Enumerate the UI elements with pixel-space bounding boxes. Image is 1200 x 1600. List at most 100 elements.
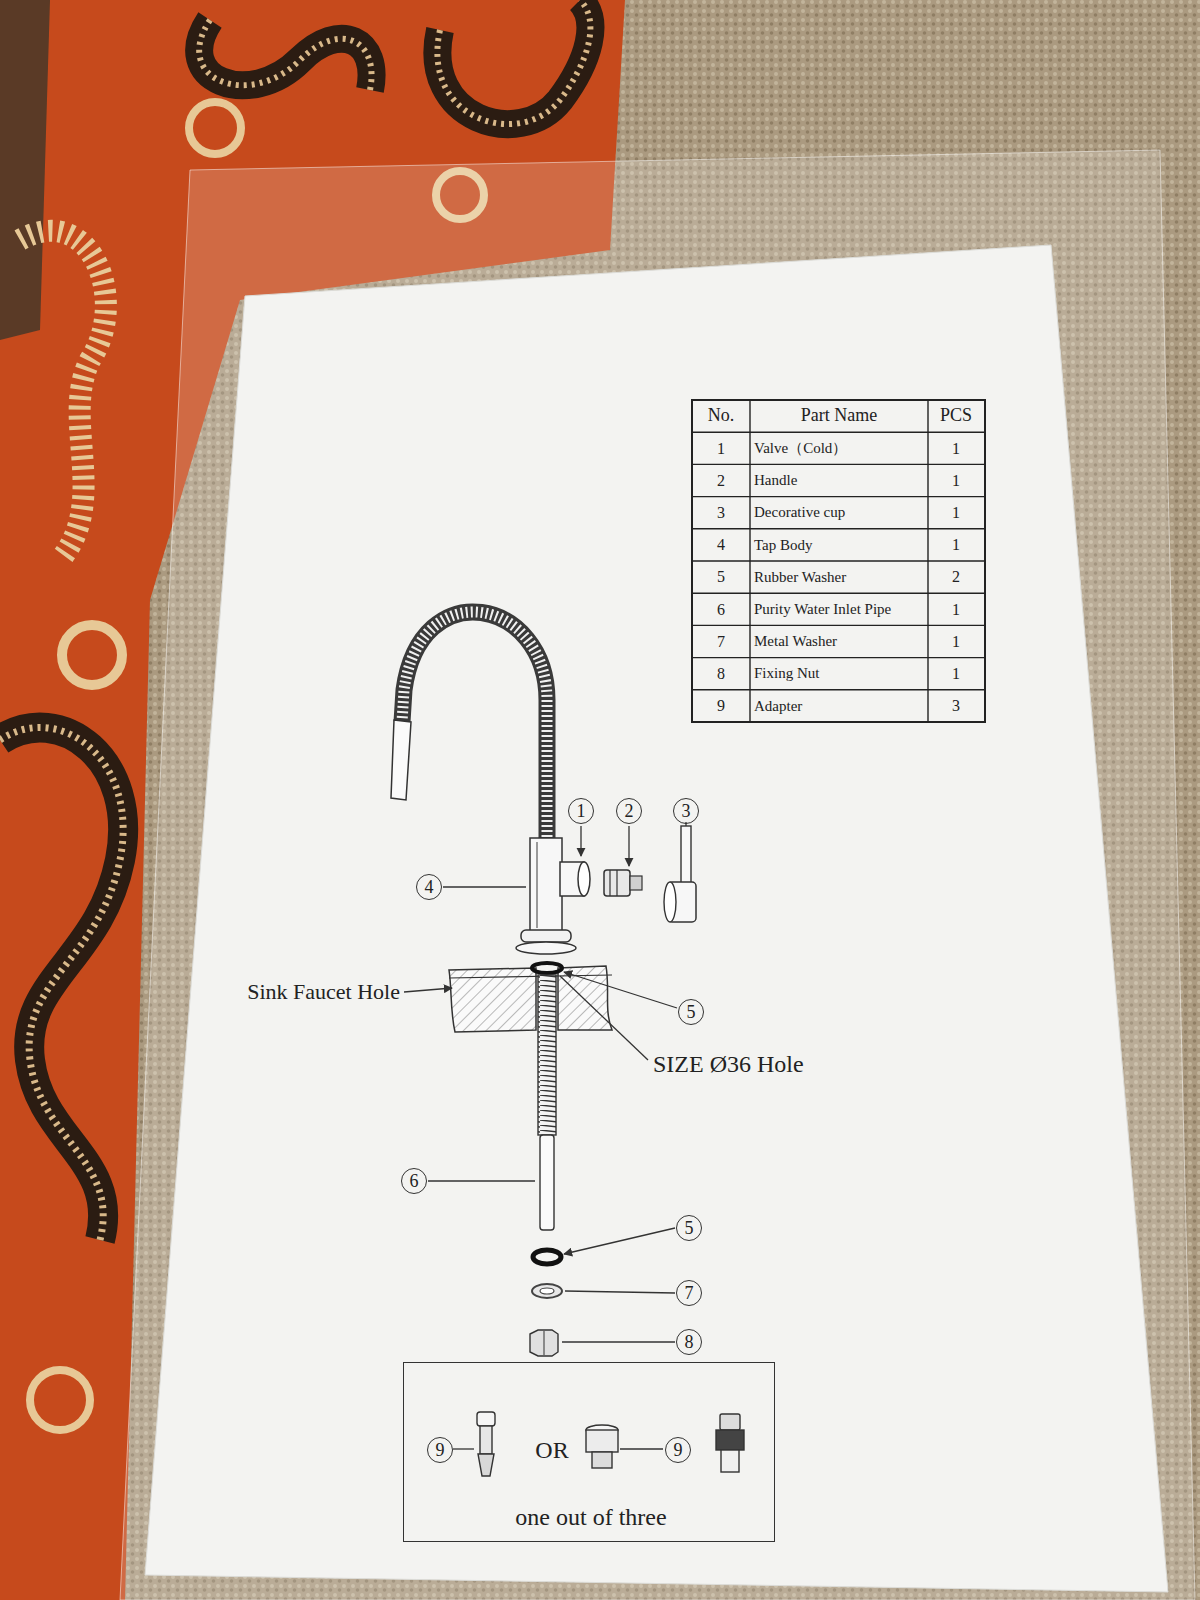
table-border — [692, 400, 985, 722]
table-cell: 1 — [952, 504, 960, 522]
table-cell: 9 — [717, 697, 725, 715]
table-cell: 8 — [717, 665, 725, 683]
leader-line — [685, 822, 686, 826]
callout-circle: 3 — [673, 798, 699, 824]
leader-line — [620, 1448, 663, 1449]
table-cell: Fixing Nut — [754, 665, 819, 682]
table-cell: Adapter — [754, 698, 802, 715]
callout-number: 2 — [625, 802, 634, 820]
fabric-loop — [199, 20, 371, 90]
callout-circle: 1 — [568, 798, 594, 824]
tap-base — [521, 930, 571, 942]
adapter-stem — [721, 1450, 739, 1472]
table-cell: 1 — [952, 601, 960, 619]
fabric-loop — [0, 727, 123, 1240]
part-annotation: SIZE Ø36 Hole — [653, 1051, 804, 1077]
table-cell: Purity Water Inlet Pipe — [754, 601, 891, 618]
table-rule — [692, 689, 985, 690]
table-cell: Metal Washer — [754, 633, 837, 650]
table-cell: Valve（Cold） — [754, 440, 847, 457]
table-rule — [692, 560, 985, 561]
valve-cartridge — [604, 870, 630, 896]
leader-line — [453, 1448, 474, 1449]
table-cell: Part Name — [801, 406, 877, 426]
metal-washer — [532, 1284, 562, 1298]
adapter-nut — [716, 1430, 744, 1450]
fabric-dots — [199, 20, 371, 90]
callout-circle: 8 — [676, 1329, 702, 1355]
fabric-stripes — [20, 231, 106, 560]
table-cell: 5 — [717, 568, 725, 586]
fabric-dots — [0, 727, 123, 1240]
table-cell: Tap Body — [754, 537, 813, 554]
fabric-ring — [189, 102, 241, 154]
table-cell: 1 — [952, 665, 960, 683]
table-rule — [692, 464, 985, 465]
callout-number: 4 — [425, 878, 434, 896]
leader-line — [443, 886, 526, 887]
spout-nozzle — [391, 720, 411, 800]
fabric-ring — [30, 1370, 90, 1430]
leader-line — [560, 976, 648, 1060]
rubber-washer-top — [532, 963, 562, 973]
table-rule — [692, 593, 985, 594]
table-cell: 2 — [717, 472, 725, 490]
leader-arrow — [628, 826, 629, 866]
table-rule — [692, 657, 985, 658]
callout-number: 3 — [682, 802, 691, 820]
table-cell: No. — [708, 406, 735, 426]
cartridge-groove — [609, 870, 610, 896]
inlet-pipe — [540, 1135, 554, 1230]
callout-number: 5 — [685, 1219, 694, 1237]
nut-edge — [544, 1331, 545, 1355]
leader-line — [565, 1291, 675, 1293]
table-cell: Rubber Washer — [754, 569, 846, 586]
adapter-cap — [477, 1412, 495, 1426]
faucet-illustration — [391, 612, 696, 1356]
table-cell: 3 — [717, 504, 725, 522]
handle-lever — [681, 826, 691, 884]
callout-number: 6 — [410, 1172, 419, 1190]
callout-circle: 4 — [416, 874, 442, 900]
table-cell: 7 — [717, 633, 725, 651]
fixing-nut — [530, 1330, 558, 1356]
tap-flange — [516, 942, 576, 954]
table-cell: Decorative cup — [754, 504, 845, 521]
adapter-body — [586, 1430, 618, 1452]
plastic-bag — [120, 150, 1195, 1600]
adapter-collet — [720, 1414, 740, 1430]
table-cell: 1 — [952, 440, 960, 458]
adapter-barb — [478, 1454, 494, 1476]
leader-arrow — [404, 988, 452, 992]
valve-outlet-rim — [578, 862, 590, 896]
callout-number: 9 — [674, 1441, 683, 1459]
callout-circle: 2 — [616, 798, 642, 824]
leader-arrow — [580, 826, 581, 856]
fabric-loop — [437, 0, 590, 124]
table-cell: 6 — [717, 601, 725, 619]
callout-circle: 7 — [676, 1280, 702, 1306]
table-rule — [692, 496, 985, 497]
table-cell: 3 — [952, 697, 960, 715]
table-rule — [692, 432, 985, 433]
leader-line — [428, 1180, 535, 1181]
option-text: one out of three — [515, 1504, 666, 1530]
callout-circle: 9 — [665, 1437, 691, 1463]
callout-number: 7 — [685, 1284, 694, 1302]
adapter-body — [480, 1426, 492, 1454]
table-cell: 1 — [952, 536, 960, 554]
table-cell: PCS — [940, 406, 972, 426]
fabric-dots — [437, 0, 590, 124]
adapter-option-box: ORone out of three99 — [403, 1362, 775, 1542]
neck-ribs — [402, 612, 547, 842]
rubber-washer — [533, 1250, 561, 1264]
table-cell: 1 — [952, 472, 960, 490]
callout-number: 9 — [436, 1441, 445, 1459]
table-cell: Handle — [754, 472, 797, 489]
adapter-thread — [592, 1452, 612, 1468]
adapters — [477, 1412, 744, 1476]
table-cell: 1 — [717, 440, 725, 458]
tap-body — [530, 838, 562, 932]
